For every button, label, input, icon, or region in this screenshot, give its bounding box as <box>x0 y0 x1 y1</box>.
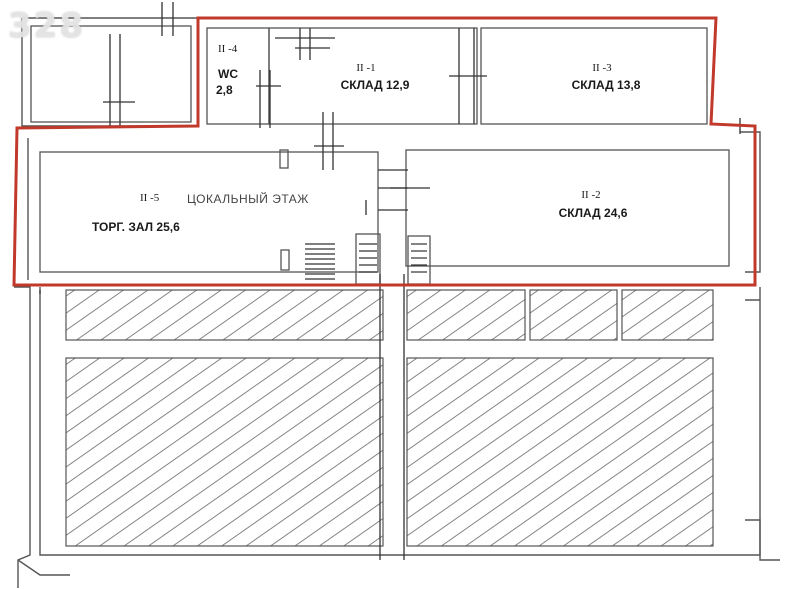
hatched-area <box>65 289 384 341</box>
stairs <box>305 243 427 280</box>
room-name-ii-5: ТОРГ. ЗАЛ 25,6 <box>92 220 180 234</box>
building-walls <box>14 17 780 588</box>
room-walls <box>30 25 730 285</box>
highlight-outline <box>12 16 757 287</box>
room-name-ii-3: СКЛАД 13,8 <box>571 78 641 92</box>
door-marks <box>39 2 741 560</box>
room-code-ii-4: II -4 <box>218 43 238 55</box>
room-code-ii-3: II -3 <box>592 62 612 74</box>
room-code-ii-2: II -2 <box>581 189 601 201</box>
hatched-area <box>406 289 526 341</box>
room-name-ii-2: СКЛАД 24,6 <box>558 206 628 220</box>
room-name-ii-4: WC <box>218 67 238 81</box>
watermark-number: 328 <box>8 6 85 46</box>
floor-label: ЦОКАЛЬНЫЙ ЭТАЖ <box>187 192 309 206</box>
hatched-area <box>621 289 714 341</box>
room-area-ii-4: 2,8 <box>216 83 233 97</box>
room-code-ii-1: II -1 <box>356 62 376 74</box>
hatched-area <box>529 289 618 341</box>
hatched-areas <box>65 289 714 547</box>
room-name-ii-1: СКЛАД 12,9 <box>340 78 410 92</box>
room-code-ii-5: II -5 <box>140 192 160 204</box>
hatched-area <box>65 357 384 547</box>
hatched-area <box>406 357 714 547</box>
